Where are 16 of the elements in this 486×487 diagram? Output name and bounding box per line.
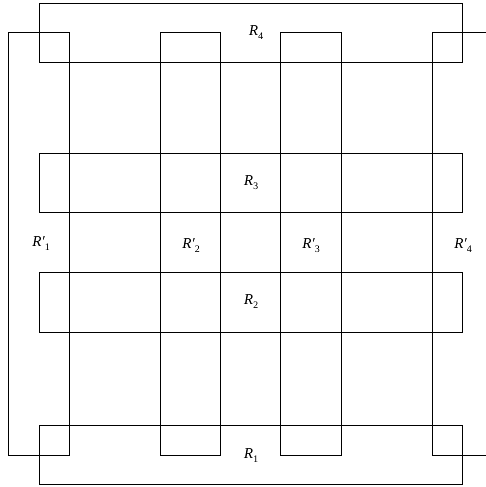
rectangle-region — [432, 32, 486, 456]
rectangle-region — [39, 153, 463, 213]
region-label: R′$_{2}$ — [182, 236, 200, 257]
region-label: R$_{1}$ — [244, 446, 258, 467]
region-label: R$_{4}$ — [248, 23, 264, 44]
rectangle-region — [39, 3, 463, 63]
rectangle-region — [39, 425, 463, 485]
region-label: R′$_{3}$ — [302, 236, 320, 257]
rectangle-region — [8, 32, 70, 456]
region-label: R$_{3}$ — [244, 173, 258, 194]
rectangle-region — [280, 32, 342, 456]
region-label: R$_{2}$ — [244, 292, 258, 313]
region-label: R′$_{1}$ — [32, 234, 50, 255]
region-label: R′$_{4}$ — [454, 236, 472, 257]
rectangle-region — [160, 32, 221, 456]
rectangle-region — [39, 272, 463, 333]
